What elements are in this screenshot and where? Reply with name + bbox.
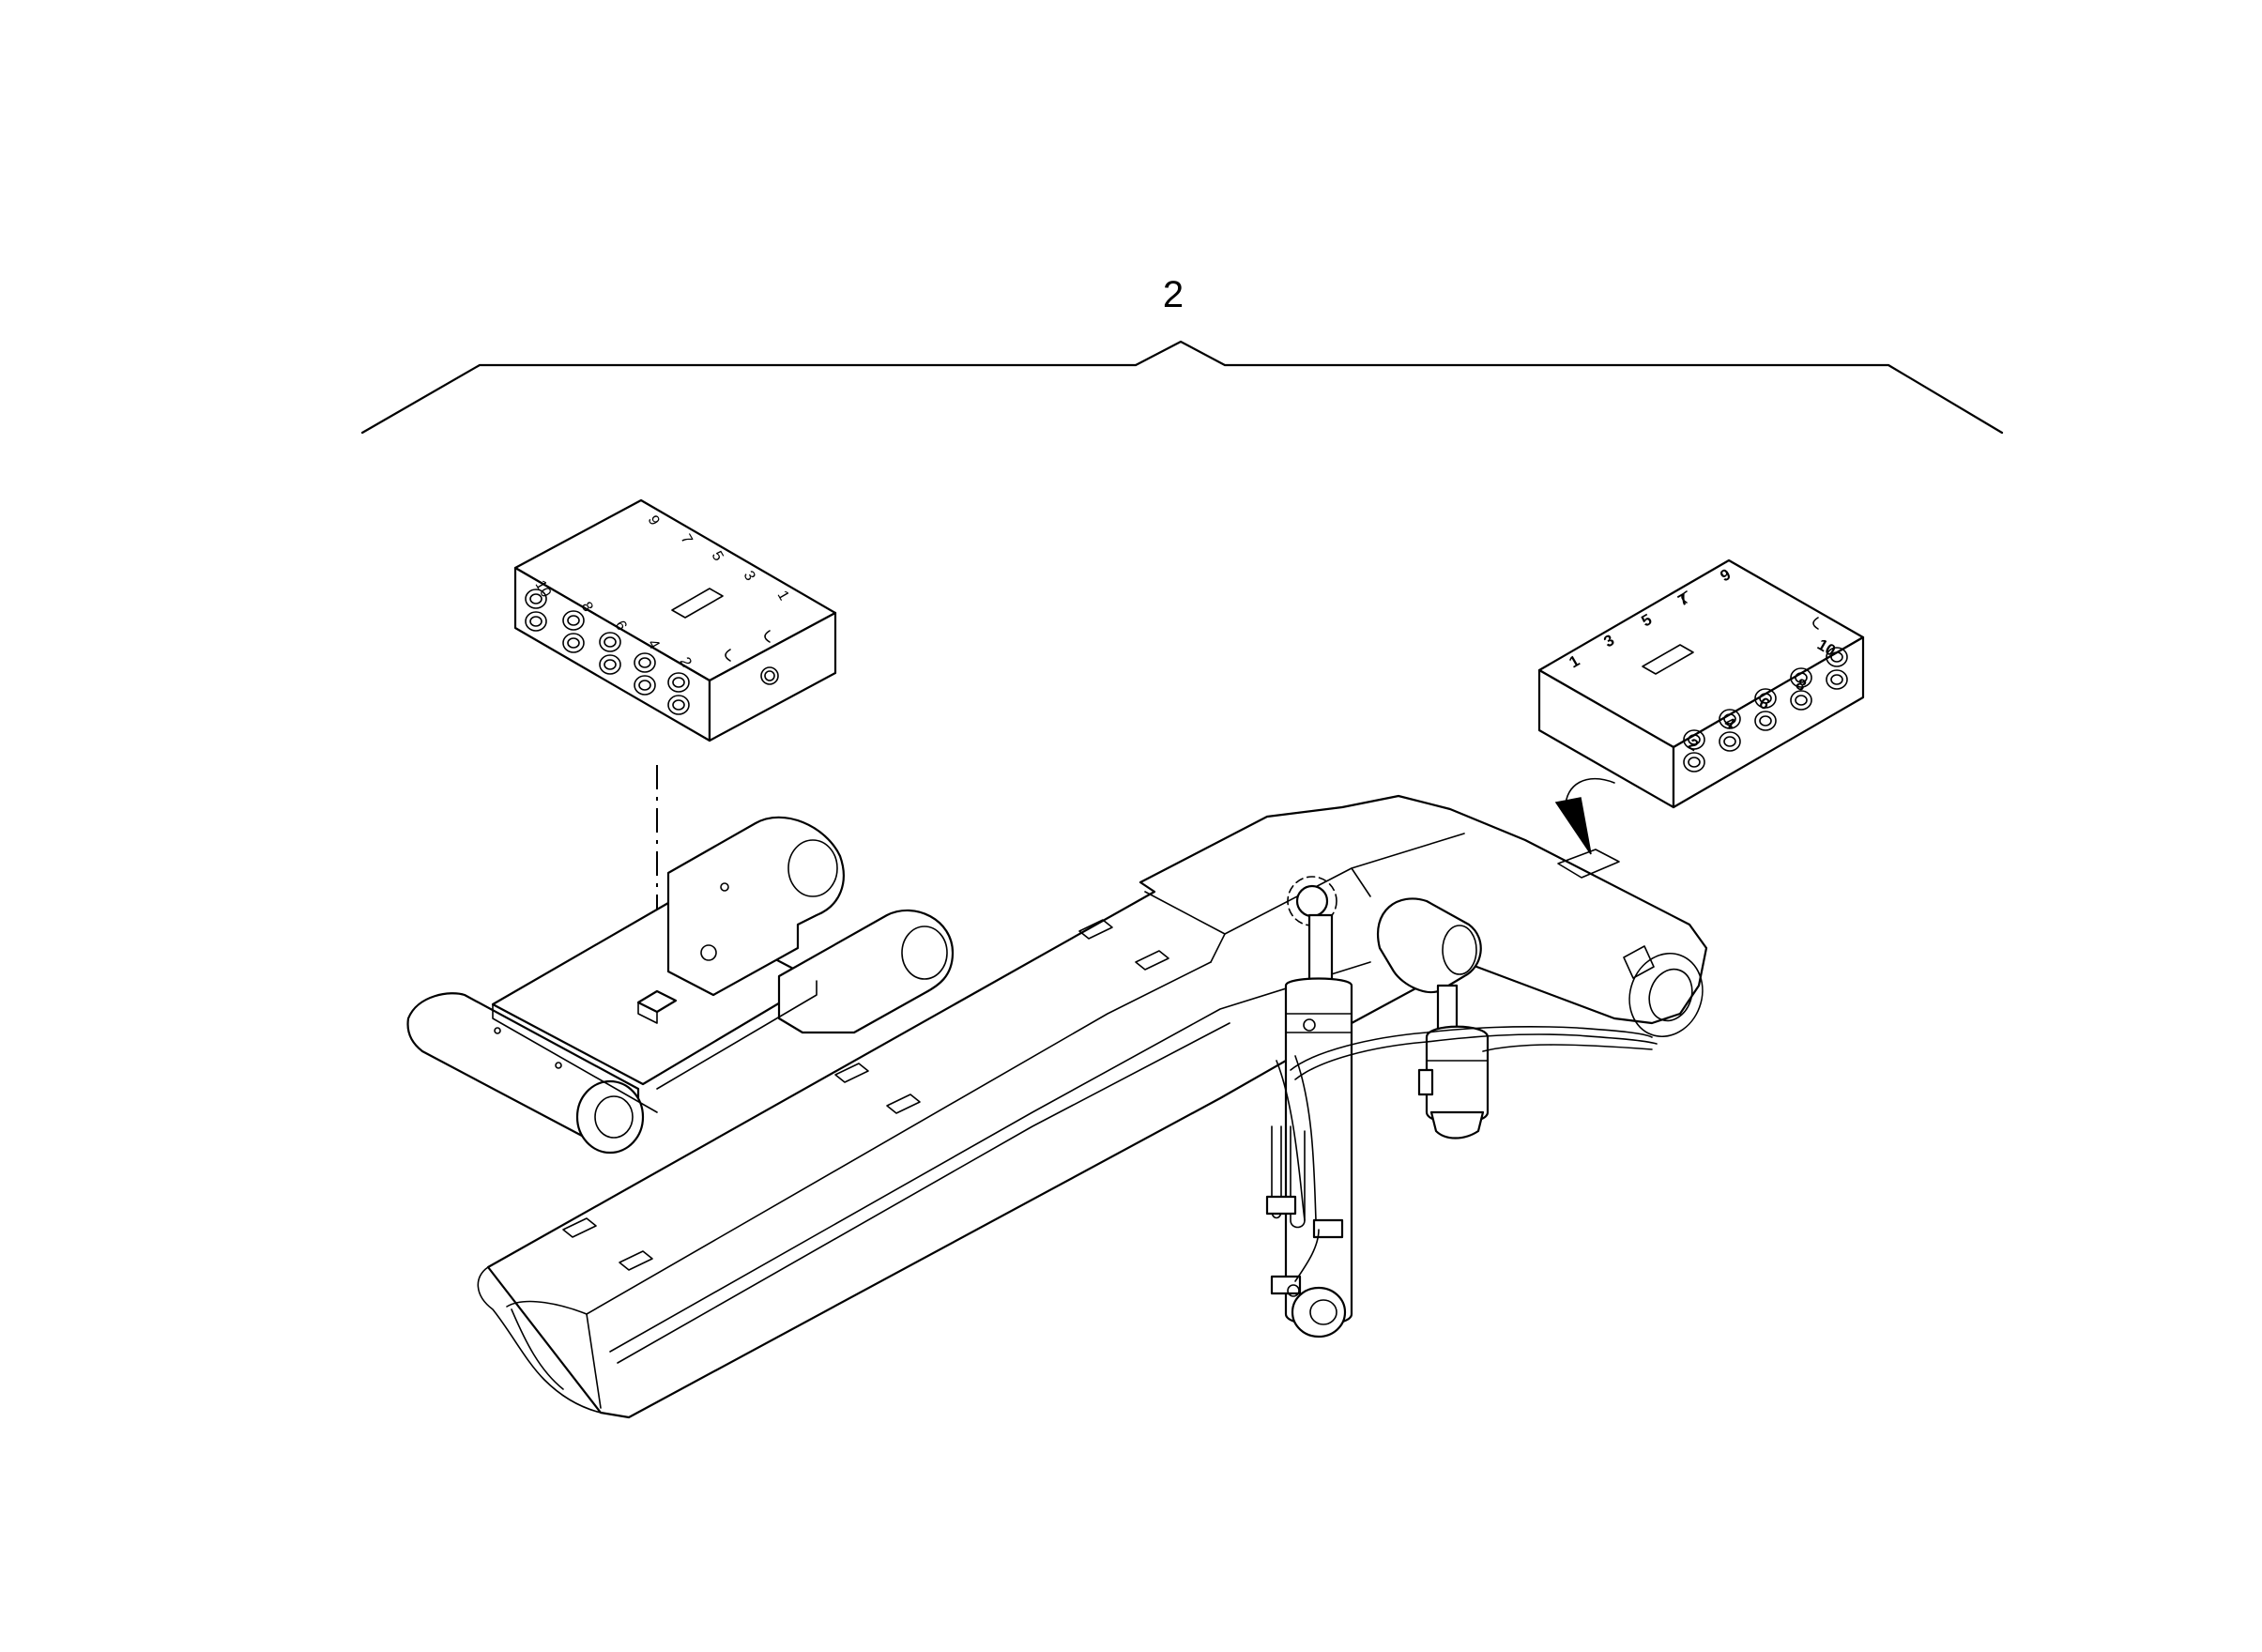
left-terminal-block (513, 498, 837, 742)
mounting-bracket (406, 816, 955, 1155)
hydraulic-hoses (1276, 1026, 1658, 1282)
hydraulic-cylinder-left (1265, 876, 1353, 1338)
beam-pads (562, 919, 1169, 1271)
boom-arm (477, 794, 1708, 1419)
right-block-connectors (1683, 647, 1848, 772)
right-terminal-block (1537, 558, 1865, 809)
hydraulic-cylinder-right (1377, 897, 1490, 1140)
assembly-brace (360, 340, 2004, 435)
left-port-10: 10 (532, 578, 555, 601)
callout-label-2: 2 (1163, 274, 1184, 315)
mounting-arrow (1554, 777, 1615, 855)
left-block-connectors (525, 589, 690, 715)
